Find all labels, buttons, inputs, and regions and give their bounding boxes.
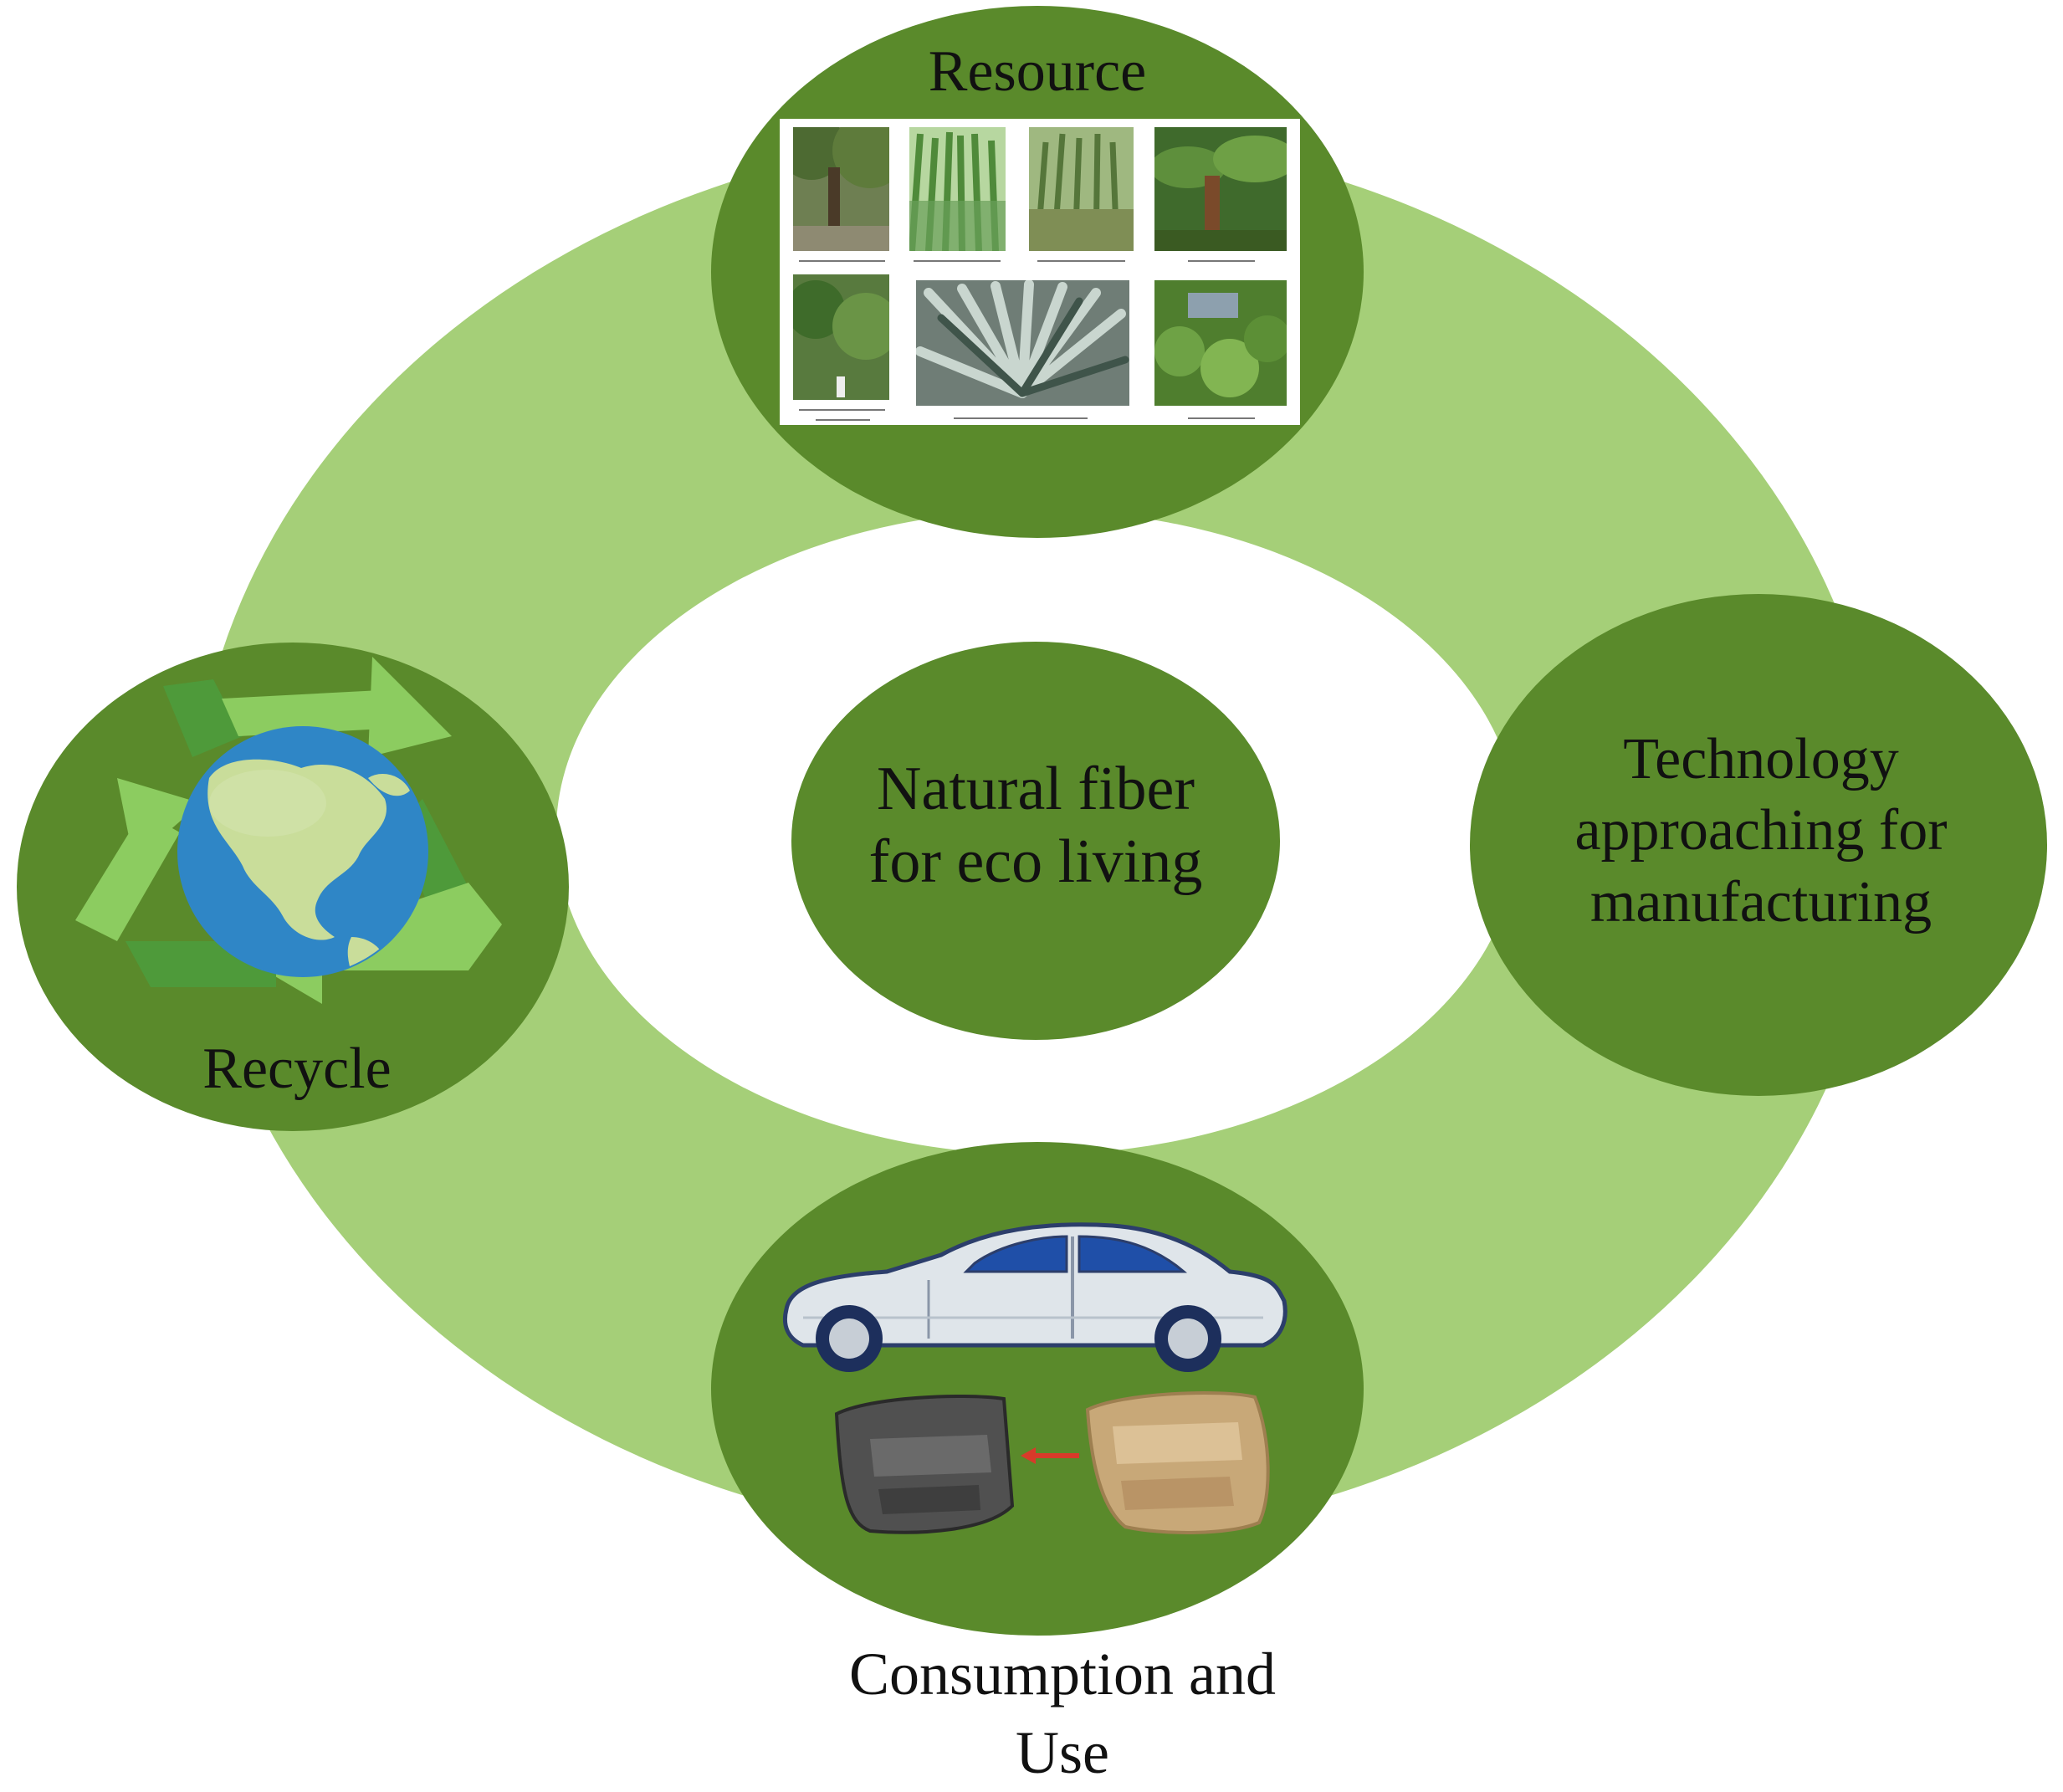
left-arrow-icon	[1021, 1447, 1079, 1464]
natural-fiber-door-panel-icon	[1085, 1391, 1270, 1534]
cycle-ring	[192, 134, 1882, 1539]
technology-label-line-1: Technology	[1623, 727, 1899, 791]
recycle-label: Recycle	[202, 1037, 391, 1101]
consumption-label: Consumption and Use	[736, 1636, 1389, 1792]
plant-photo	[916, 280, 1129, 406]
center-label-line-1: Natural fiber	[876, 755, 1195, 823]
resource-node	[711, 6, 1364, 538]
center-label-line-2: for eco living	[868, 827, 1203, 896]
center-label: Natural fiber for eco living	[793, 753, 1278, 898]
technology-label-line-3: manufacturing	[1589, 869, 1932, 934]
plant-photo	[793, 274, 889, 400]
plant-photo	[909, 127, 1006, 251]
resource-label: Resource	[929, 39, 1146, 104]
car-icon	[782, 1222, 1287, 1372]
consumption-node	[711, 1142, 1364, 1636]
consumption-label-line-2: Use	[1016, 1718, 1109, 1786]
car-door-panel-icon	[834, 1395, 1015, 1534]
technology-label: Technology approaching for manufacturing	[1485, 724, 2037, 938]
photo-captions	[799, 260, 1255, 421]
technology-label-line-2: approaching for	[1574, 798, 1948, 863]
plant-photo	[1029, 127, 1134, 251]
plant-photo	[793, 127, 889, 251]
recycle-node	[17, 643, 569, 1131]
plant-photo	[1154, 280, 1287, 406]
consumption-label-line-1: Consumption and	[848, 1641, 1276, 1708]
technology-node	[1470, 594, 2047, 1096]
plant-photo	[1154, 127, 1287, 251]
center-node	[791, 642, 1280, 1040]
